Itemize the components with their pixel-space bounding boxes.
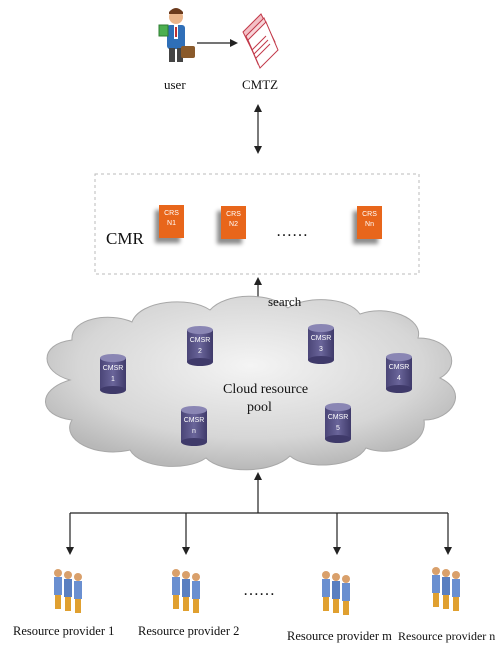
- cmsr-db-2: [187, 326, 213, 366]
- user-label: user: [164, 77, 186, 92]
- cmsr-3-id: 3: [319, 346, 323, 353]
- cmsr-3-type: CMSR: [310, 335, 332, 342]
- cloud-title-line2: pool: [247, 400, 272, 415]
- cmsr-db-n: [181, 406, 207, 446]
- cmsr-1-type: CMSR: [102, 365, 124, 372]
- provider-1-label: Resource provider 1: [13, 624, 115, 638]
- provider-m-label: Resource provider m: [287, 629, 392, 643]
- crs-ellipsis: ……: [276, 223, 308, 240]
- provider-2-people-icon: [172, 569, 200, 613]
- cmsr-label-5: CMSR 5: [325, 412, 351, 434]
- provider-ellipsis: ……: [243, 582, 275, 599]
- crs-node-n2-type: CRS: [226, 211, 241, 218]
- crs-node-n1-type: CRS: [164, 210, 179, 217]
- crs-node-nn-type: CRS: [362, 211, 377, 218]
- cmsr-n-id: n: [192, 428, 196, 435]
- cmsr-db-5: [325, 403, 351, 443]
- cmsr-label-4: CMSR 4: [386, 362, 412, 384]
- provider-m-people-icon: [322, 571, 350, 615]
- cmsr-4-type: CMSR: [388, 364, 410, 371]
- cloud-resource-pool: [45, 295, 456, 471]
- provider-n-label: Resource provider n: [398, 629, 496, 643]
- cmsr-label-1: CMSR 1: [100, 363, 126, 385]
- cmtz-icon: [242, 13, 279, 69]
- cmsr-4-id: 4: [397, 375, 401, 382]
- crs-node-n2-id: N2: [229, 221, 238, 228]
- cmr-box: [94, 173, 420, 275]
- cmsr-1-id: 1: [111, 376, 115, 383]
- cmsr-db-3: [308, 324, 334, 364]
- provider-n-people-icon: [432, 567, 460, 611]
- crs-node-nn: CRS Nn: [357, 206, 382, 239]
- cmsr-2-type: CMSR: [189, 337, 211, 344]
- crs-node-n1: CRS N1: [159, 205, 184, 238]
- crs-node-n2: CRS N2: [221, 206, 246, 239]
- cmsr-5-id: 5: [336, 425, 340, 432]
- cmr-label: CMR: [106, 229, 144, 248]
- crs-node-nn-id: Nn: [365, 221, 374, 228]
- cmsr-label-3: CMSR 3: [308, 333, 334, 355]
- cmsr-label-n: CMSR n: [181, 415, 207, 437]
- cmsr-db-4: [386, 353, 412, 393]
- search-label: search: [268, 294, 302, 309]
- provider-1-people-icon: [54, 569, 82, 613]
- cmsr-db-1: [100, 354, 126, 394]
- provider-2-label: Resource provider 2: [138, 624, 240, 638]
- cloud-title-line1: Cloud resource: [223, 382, 309, 397]
- cmsr-2-id: 2: [198, 348, 202, 355]
- cmtz-label: CMTZ: [242, 77, 279, 92]
- cmsr-5-type: CMSR: [327, 414, 349, 421]
- cmsr-n-type: CMSR: [183, 417, 205, 424]
- user-icon: [158, 8, 195, 62]
- crs-node-n1-id: N1: [167, 220, 176, 227]
- cmsr-label-2: CMSR 2: [187, 335, 213, 357]
